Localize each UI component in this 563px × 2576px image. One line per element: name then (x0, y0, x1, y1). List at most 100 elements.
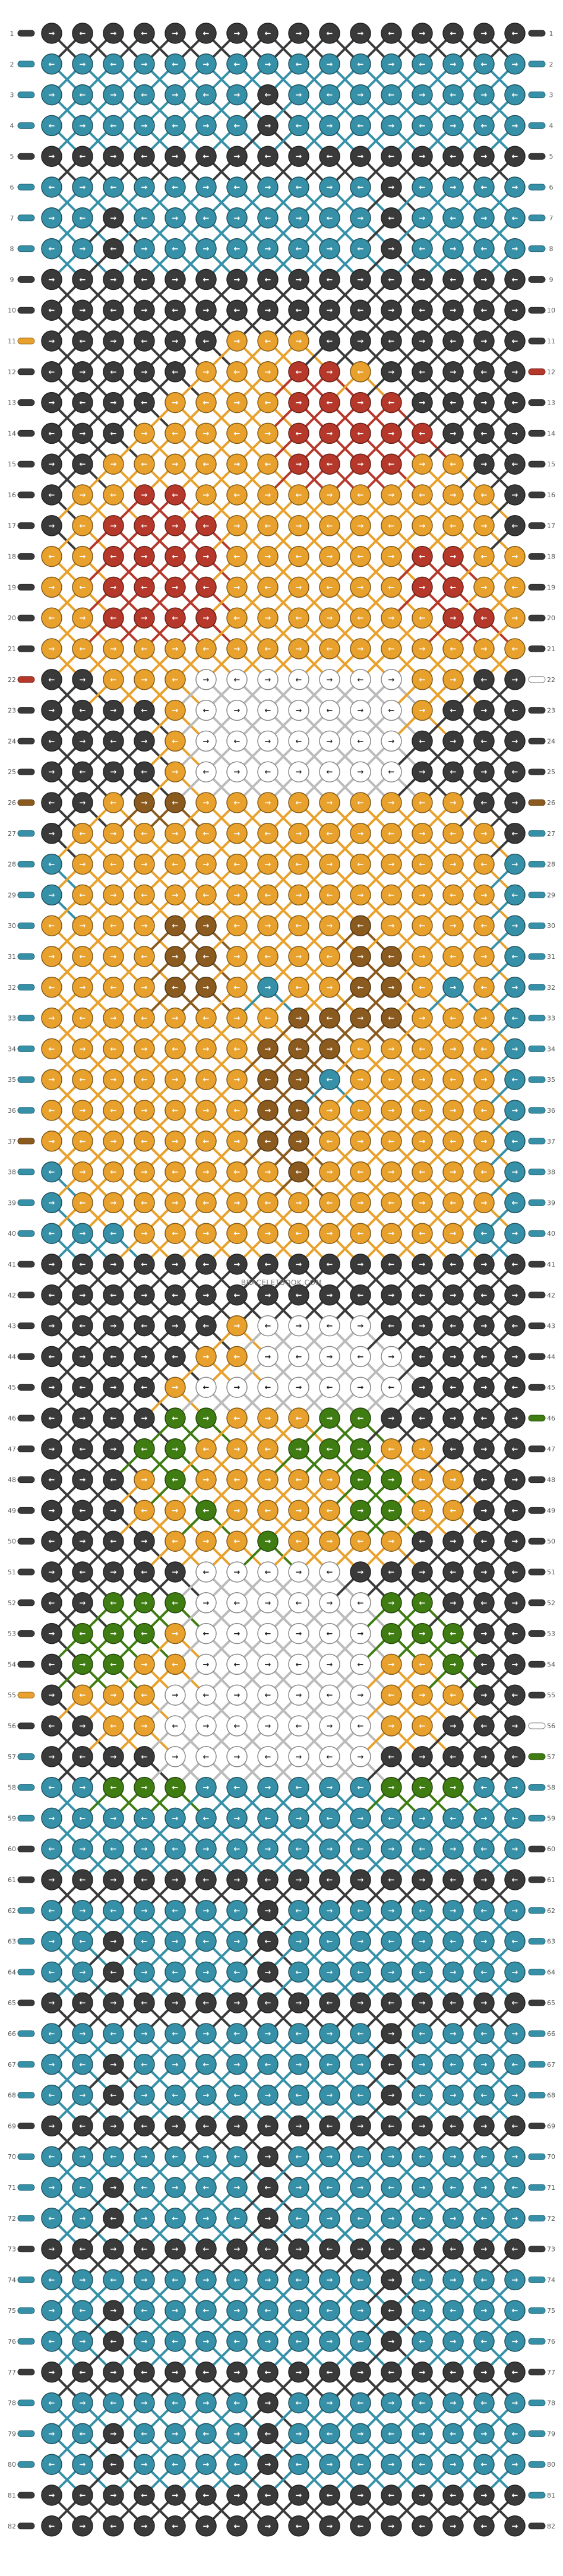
knot: → (319, 1161, 340, 1183)
knot: ← (103, 1530, 124, 1552)
knot-arrow-icon: → (358, 30, 364, 39)
knot-circle (350, 84, 371, 106)
knot-circle (381, 299, 402, 321)
knot: ← (412, 1100, 433, 1121)
knot-circle (319, 269, 340, 291)
string-end-left (17, 2523, 35, 2530)
knot-circle (442, 23, 464, 44)
string-end-left (17, 1445, 35, 1453)
knot-arrow-icon: ← (481, 737, 488, 746)
knot-arrow-icon: ← (141, 522, 148, 531)
knot-circle (41, 361, 62, 383)
knot-arrow-icon: → (234, 583, 241, 592)
knot-arrow-icon: → (172, 1199, 179, 1208)
knot: ← (195, 1192, 217, 1214)
string-end-left (17, 737, 35, 744)
knot-arrow-icon: ← (110, 1107, 117, 1116)
knot-arrow-icon: ← (327, 1137, 333, 1146)
knot: → (473, 1377, 495, 1398)
knot-circle (257, 823, 279, 844)
knot: → (103, 207, 124, 229)
knot: ← (134, 84, 155, 106)
knot-arrow-icon: → (388, 553, 395, 561)
knot: → (319, 1100, 340, 1121)
knot-circle (134, 638, 155, 659)
knot: ← (195, 1131, 217, 1152)
knot-arrow-icon: → (419, 1507, 426, 1516)
knot: ← (41, 176, 62, 198)
string-end-right (528, 891, 546, 898)
knot-circle (134, 176, 155, 198)
knot: → (41, 1254, 62, 1275)
knot: → (350, 638, 371, 659)
knot: ← (226, 1530, 248, 1552)
knot-circle (381, 545, 402, 567)
knot-arrow-icon: ← (512, 1137, 518, 1146)
knot-arrow-icon: → (419, 460, 426, 469)
string-end-left (17, 1845, 35, 1852)
knot-circle (257, 84, 279, 106)
string-end-left (17, 1199, 35, 1206)
knot: → (288, 207, 309, 229)
knot: → (226, 576, 248, 598)
string-end-right (528, 614, 546, 621)
knot: → (350, 946, 371, 967)
knot-arrow-icon: ← (296, 245, 302, 254)
knot-circle (473, 699, 495, 721)
knot-arrow-icon: ← (419, 553, 426, 561)
knot: ← (288, 176, 309, 198)
knot: ← (442, 1499, 464, 1521)
knot-circle (103, 422, 124, 444)
knot-arrow-icon: → (327, 60, 333, 69)
knot-circle (412, 53, 433, 75)
knot: → (473, 761, 495, 782)
knot: ← (134, 1007, 155, 1029)
knot: ← (195, 84, 217, 106)
knot-circle (226, 453, 248, 475)
knot: ← (226, 915, 248, 936)
knot: ← (195, 1499, 217, 1521)
knot-arrow-icon: ← (358, 430, 364, 438)
knot: ← (442, 1131, 464, 1152)
knot-arrow-icon: ← (141, 153, 148, 162)
knot: → (504, 238, 526, 260)
knot-circle (288, 699, 309, 721)
knot: → (288, 1192, 309, 1214)
knot: ← (103, 361, 124, 383)
string-end-right (528, 1599, 546, 1606)
knot-arrow-icon: ← (234, 737, 241, 746)
knot-circle (165, 422, 186, 444)
knot-arrow-icon: ← (327, 829, 333, 838)
knot-arrow-icon: → (296, 1507, 302, 1516)
knot: → (442, 669, 464, 690)
knot-circle (257, 946, 279, 967)
knot-arrow-icon: → (419, 1445, 426, 1454)
knot-arrow-icon: ← (358, 922, 364, 931)
string-end-right (528, 1384, 546, 1391)
knot-arrow-icon: ← (512, 829, 518, 838)
knot-circle (103, 299, 124, 321)
knot-arrow-icon: → (388, 737, 395, 746)
knot-arrow-icon: ← (49, 1045, 55, 1054)
string-end-left (17, 553, 35, 560)
knot-circle (319, 115, 340, 137)
knot: ← (257, 392, 279, 413)
knot-arrow-icon: → (481, 1261, 488, 1270)
knot: → (226, 1315, 248, 1337)
knot: → (226, 1499, 248, 1521)
knot-circle (319, 823, 340, 844)
knot-arrow-icon: ← (481, 983, 488, 992)
knot-circle (350, 484, 371, 506)
knot: ← (257, 330, 279, 352)
knot: ← (473, 361, 495, 383)
knot-circle (134, 792, 155, 813)
string-end-left (17, 2430, 35, 2437)
knot-arrow-icon: → (450, 860, 457, 869)
knot-arrow-icon: ← (296, 737, 302, 746)
knot: ← (442, 84, 464, 106)
knot-arrow-icon: ← (419, 184, 426, 192)
knot-circle (412, 176, 433, 198)
knot: ← (165, 53, 186, 75)
knot-circle (473, 823, 495, 844)
knot-arrow-icon: ← (80, 214, 86, 223)
